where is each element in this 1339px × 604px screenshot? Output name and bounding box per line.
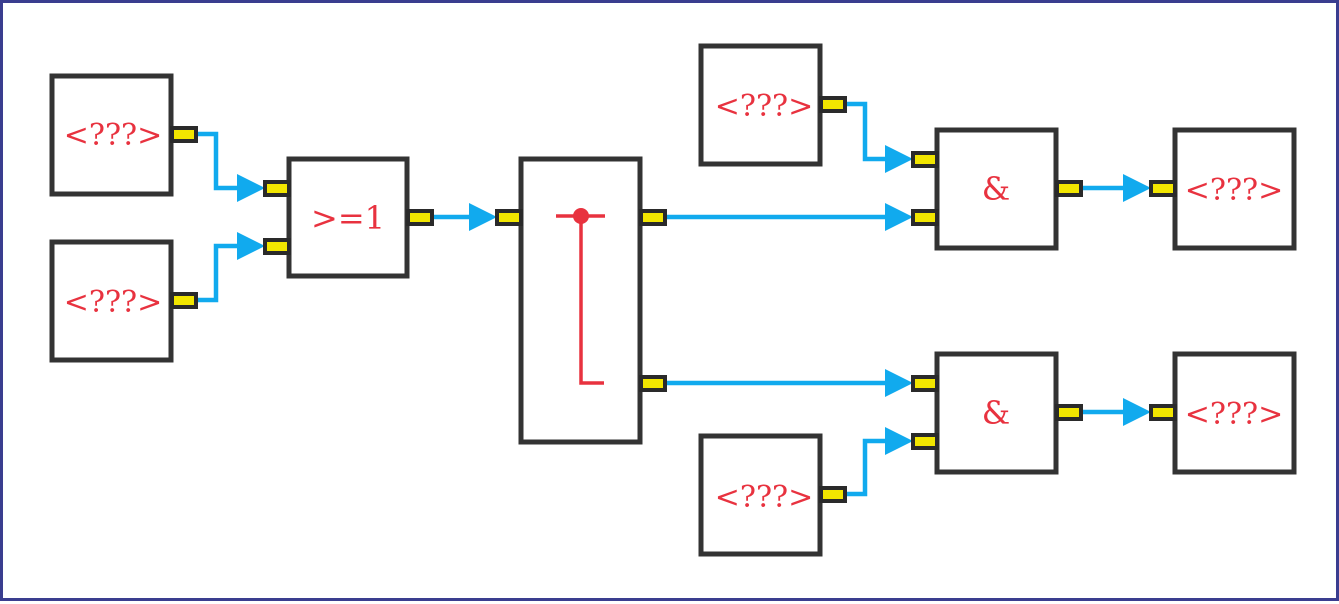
input-pin-a[interactable] — [263, 180, 291, 197]
wire-in2-to-or[interactable] — [196, 243, 245, 303]
output-pin[interactable] — [1055, 404, 1083, 421]
output-pin[interactable] — [819, 96, 847, 113]
input-label: <???> — [64, 285, 163, 320]
arrow-in3-to-and1 — [885, 145, 913, 173]
gate-label: & — [982, 170, 1010, 208]
output-block-2[interactable]: <???> — [1149, 351, 1297, 475]
branch-icon — [556, 208, 605, 385]
output-pin[interactable] — [170, 126, 198, 143]
arrow-or-to-splitter — [469, 203, 497, 231]
or-gate[interactable]: >=1 — [263, 156, 434, 279]
input-pin-b[interactable] — [911, 433, 939, 450]
and-gate-1[interactable]: & — [911, 127, 1083, 251]
output-pin[interactable] — [1055, 180, 1083, 197]
splitter-block[interactable] — [495, 156, 667, 445]
output-pin[interactable] — [406, 209, 434, 226]
input-pin-b[interactable] — [263, 238, 291, 255]
input-pin-a[interactable] — [911, 375, 939, 392]
logic-diagram: <???> <???> <???> <???> >=1 — [49, 43, 1297, 557]
and-gate-2[interactable]: & — [911, 351, 1083, 475]
wire-in1-to-or[interactable] — [196, 131, 245, 191]
wire-in4-to-and2[interactable] — [845, 438, 893, 497]
arrow-split-top-to-and1 — [885, 203, 913, 231]
output-pin-top[interactable] — [639, 209, 667, 226]
arrow-in2-to-or — [237, 232, 265, 260]
input-pin[interactable] — [1149, 404, 1177, 421]
output-label: <???> — [1185, 173, 1284, 208]
input-pin-a[interactable] — [911, 151, 939, 168]
input-pin[interactable] — [1149, 180, 1177, 197]
arrow-and2-to-out2 — [1123, 398, 1151, 426]
input-block-4[interactable]: <???> — [698, 433, 847, 557]
input-block-3[interactable]: <???> — [698, 43, 847, 167]
wire-in3-to-and1[interactable] — [845, 101, 893, 162]
output-pin[interactable] — [819, 486, 847, 503]
input-pin-b[interactable] — [911, 209, 939, 226]
output-block-1[interactable]: <???> — [1149, 127, 1297, 251]
arrow-split-bottom-to-and2 — [885, 369, 913, 397]
input-label: <???> — [715, 480, 814, 515]
gate-label: >=1 — [311, 199, 385, 237]
input-label: <???> — [64, 118, 163, 153]
gate-label: & — [982, 394, 1010, 432]
output-pin-bottom[interactable] — [639, 375, 667, 392]
input-block-1[interactable]: <???> — [49, 73, 198, 197]
input-label: <???> — [715, 89, 814, 124]
input-block-2[interactable]: <???> — [49, 239, 198, 363]
arrow-and1-to-out1 — [1123, 174, 1151, 202]
wires — [196, 101, 1151, 497]
output-pin[interactable] — [170, 292, 198, 309]
input-pin[interactable] — [495, 209, 523, 226]
arrow-in1-to-or — [237, 174, 265, 202]
output-label: <???> — [1185, 397, 1284, 432]
arrow-in4-to-and2 — [885, 427, 913, 455]
